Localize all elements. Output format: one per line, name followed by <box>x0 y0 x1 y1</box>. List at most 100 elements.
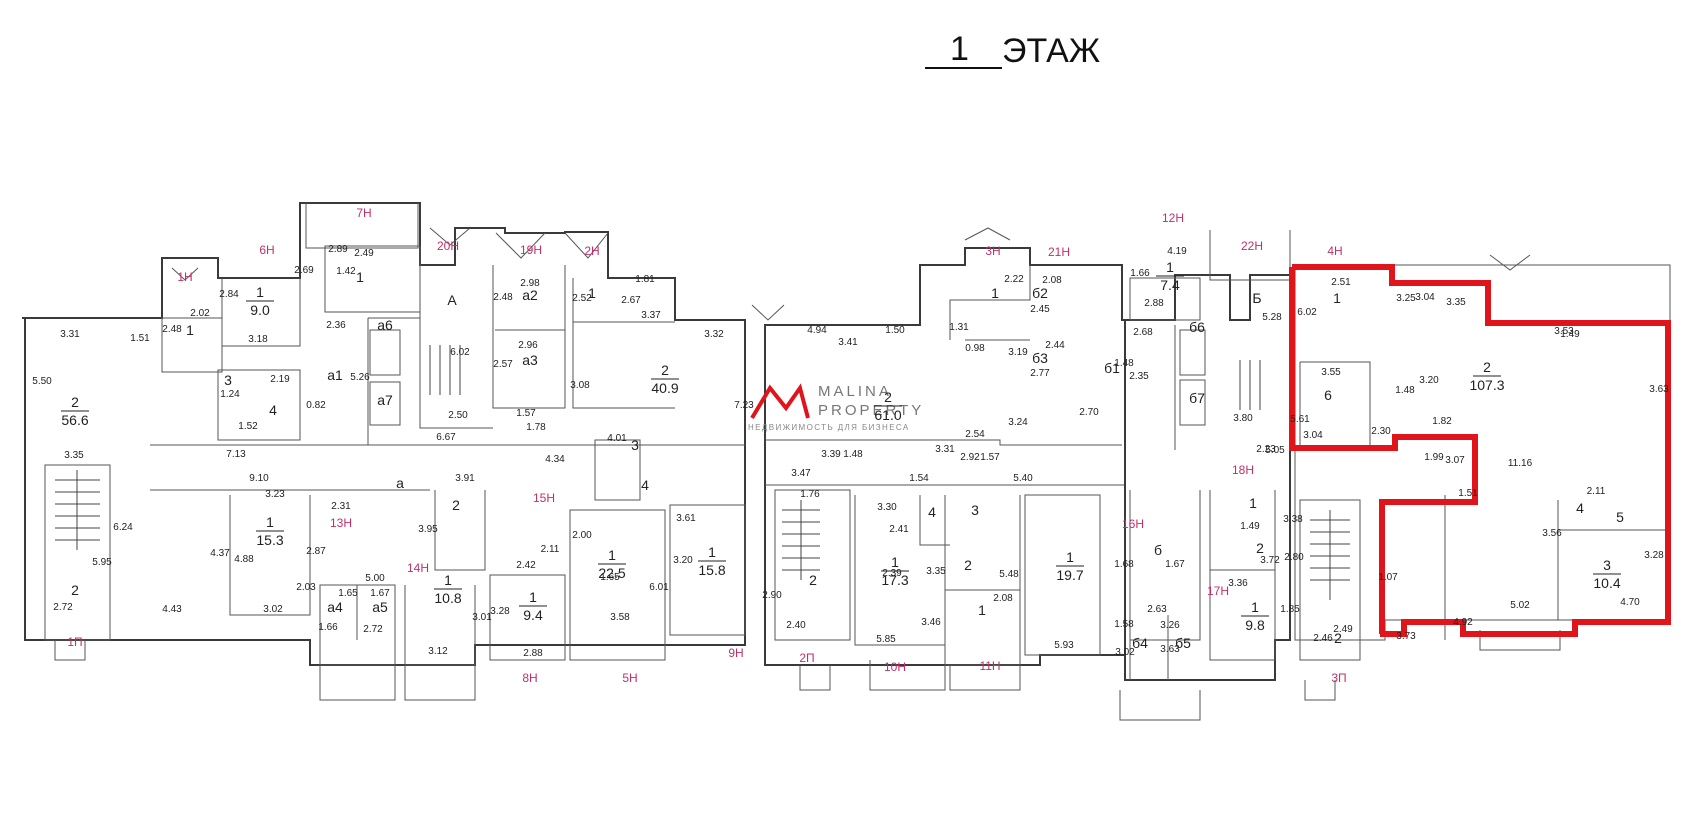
left-section-walls <box>22 202 746 701</box>
room-label: 117.3 <box>881 554 909 588</box>
room-number: 1 <box>1166 259 1174 275</box>
dimension-label: 2.02 <box>190 308 210 319</box>
dimension-label: 1.67 <box>370 588 390 599</box>
room-number: 1 <box>1251 599 1259 615</box>
dimension-label: 3.08 <box>570 380 590 391</box>
wall <box>1129 615 1169 680</box>
room-label: 19.8 <box>1241 599 1269 633</box>
entrance-label: 11Н <box>979 659 1000 673</box>
room-label: 240.9 <box>651 362 679 396</box>
room-number: а2 <box>522 287 538 303</box>
dimension-label: 2.92 <box>960 452 980 463</box>
entrance-label: 15Н <box>533 491 555 505</box>
dimension-label: 3.55 <box>1321 367 1341 378</box>
dimension-label: 2.40 <box>786 620 806 631</box>
balcony <box>1479 630 1561 651</box>
bay <box>564 232 609 259</box>
wall <box>217 369 301 441</box>
dimension-label: 2.80 <box>1284 552 1304 563</box>
dimension-label: 2.19 <box>270 374 290 385</box>
dimension-label: 2.22 <box>1004 274 1024 285</box>
room-number: а <box>396 475 404 491</box>
dimension-label: 1.52 <box>238 421 258 432</box>
stair-core <box>774 489 851 641</box>
dimension-label: 3.63 <box>1649 384 1669 395</box>
room-number: 1 <box>1249 495 1257 511</box>
dimension-label: 5.02 <box>1510 600 1530 611</box>
room-label: б1 <box>1104 360 1120 376</box>
room-area: 15.8 <box>698 562 725 578</box>
entrance-label: 3Н <box>985 244 1000 258</box>
room-area: 19.7 <box>1056 567 1083 583</box>
entrance-label: 2Н <box>584 244 599 258</box>
dimension-label: 2.48 <box>162 324 182 335</box>
room-label: а7 <box>377 392 393 408</box>
dimension-label: 3.30 <box>877 502 897 513</box>
room-number: 1 <box>356 269 364 285</box>
dimension-label: 2.72 <box>363 624 383 635</box>
watermark-tagline: НЕДВИЖИМОСТЬ ДЛЯ БИЗНЕСА <box>748 423 910 432</box>
dimension-label: 6.01 <box>649 582 669 593</box>
dimension-label: 2.77 <box>1030 368 1050 379</box>
room-label: А <box>447 292 457 308</box>
floor-title: 1 ЭТАЖ <box>925 30 1100 70</box>
room-number: 1 <box>891 554 899 570</box>
wall <box>161 317 223 373</box>
dimension-label: 3.35 <box>64 450 84 461</box>
room-number: 1 <box>608 547 616 563</box>
dimension-label: 2.49 <box>1333 624 1353 635</box>
dimension-label: 1.49 <box>1240 521 1260 532</box>
room-number: б6 <box>1189 319 1205 335</box>
dimension-label: 5.85 <box>876 634 896 645</box>
entrance-label: 22Н <box>1241 239 1263 253</box>
dimension-label: 2.31 <box>331 501 351 512</box>
room-label: 4 <box>269 402 277 418</box>
dimension-label: 1.48 <box>1114 358 1134 369</box>
room-label: б7 <box>1189 390 1205 406</box>
entrance-label: 16Н <box>1122 517 1144 531</box>
dimension-label: 3.56 <box>1542 528 1562 539</box>
dimension-label: 2.08 <box>1042 275 1062 286</box>
dimension-label: 2.41 <box>889 524 909 535</box>
dimension-label: 2.67 <box>621 295 641 306</box>
dimension-label: 3.47 <box>791 468 811 479</box>
entrance-label: 2П <box>799 651 814 665</box>
room-number: 4 <box>928 504 936 520</box>
wall <box>949 265 1031 341</box>
dimension-label: 2.39 <box>882 568 902 579</box>
bay <box>1489 254 1531 271</box>
dimension-label: 4.37 <box>210 548 230 559</box>
watermark-name-line1: MALINA <box>818 383 892 400</box>
room-number: а5 <box>372 599 388 615</box>
dimension-label: 2.35 <box>1129 371 1149 382</box>
wall <box>1209 490 1276 661</box>
dimension-label: 2.48 <box>493 292 513 303</box>
dimension-label: 1.82 <box>1432 416 1452 427</box>
room-label: 115.3 <box>256 514 284 548</box>
dimension-label: 2.87 <box>306 546 326 557</box>
room-area: 22.5 <box>598 565 625 581</box>
room-number: 2 <box>71 394 79 410</box>
entrance-label: 21Н <box>1048 245 1070 259</box>
dimension-label: 5.48 <box>999 569 1019 580</box>
dimension-label: 1.51 <box>130 333 150 344</box>
room-number: 2 <box>884 389 892 405</box>
entrance-label: 9Н <box>728 646 743 660</box>
entrance-label: 13Н <box>330 516 352 530</box>
room-number: 4 <box>269 402 277 418</box>
room-area: 10.4 <box>1593 575 1620 591</box>
room-label: 2 <box>1334 630 1342 646</box>
room-label: б4 <box>1132 635 1148 651</box>
entrance-label: 1П <box>67 635 82 649</box>
room-label: 1 <box>186 322 194 338</box>
dimension-label: 3.24 <box>1008 417 1028 428</box>
dimension-label: 3.20 <box>673 555 693 566</box>
logo-mark-icon <box>750 383 810 420</box>
room-label: б2 <box>1032 285 1048 301</box>
wall <box>419 265 493 429</box>
room-number: 1 <box>256 284 264 300</box>
dimension-label: 1.48 <box>1395 385 1415 396</box>
dimension-label: 2.51 <box>1331 277 1351 288</box>
dimension-label: 3.38 <box>1283 514 1303 525</box>
dimension-label: 1.67 <box>1165 559 1185 570</box>
